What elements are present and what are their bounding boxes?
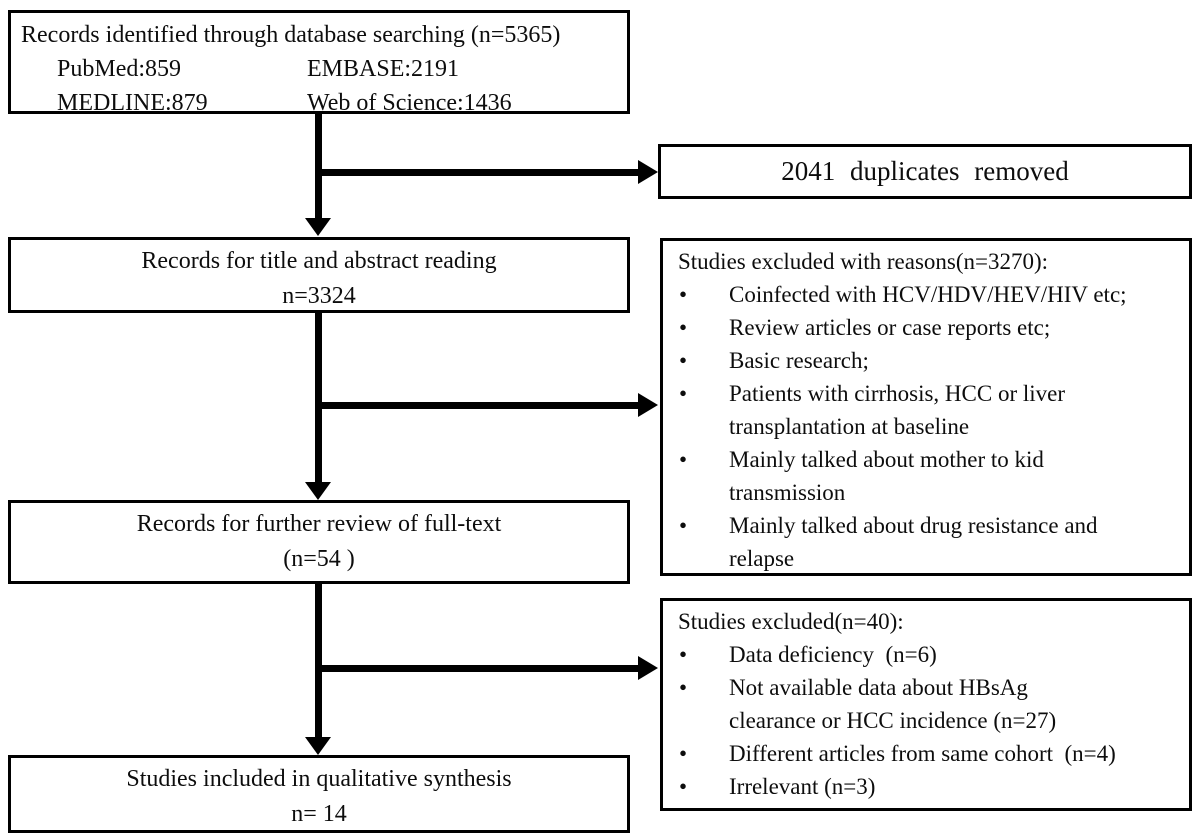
excluded-fulltext-text: Different articles from same cohort (n=4…	[729, 741, 1116, 766]
excluded-reason-text: Patients with cirrhosis, HCC or liver tr…	[729, 381, 1066, 439]
bullet-icon: •	[679, 642, 688, 667]
source-pubmed: PubMed:859	[57, 56, 182, 82]
excluded-fulltext-item: • Data deficiency (n=6)	[679, 638, 1179, 671]
vertical-line	[315, 312, 322, 483]
bullet-icon: •	[679, 513, 688, 538]
identification-box: Records identified through database sear…	[8, 10, 630, 116]
down-arrowhead-icon	[305, 218, 331, 236]
excluded-fulltext-title: Studies excluded(n=40):	[678, 609, 904, 634]
excluded-fulltext-text: Irrelevant (n=3)	[729, 774, 876, 799]
excluded-fulltext-item: • Different articles from same cohort (n…	[679, 737, 1179, 770]
included-line1: Studies included in qualitative synthesi…	[126, 766, 512, 792]
excluded-reason-text: Review articles or case reports etc;	[729, 315, 1051, 340]
excluded-fulltext-list: • Data deficiency (n=6) • Not available …	[663, 638, 1189, 803]
excluded-reason-item: • Basic research;	[679, 344, 1179, 377]
excluded-screening-box: Studies excluded with reasons(n=3270): •…	[660, 238, 1192, 576]
excluded-reason-text: Coinfected with HCV/HDV/HEV/HIV etc;	[729, 282, 1127, 307]
down-arrowhead-icon	[305, 482, 331, 500]
excluded-reason-item: • Mainly talked about drug resistance an…	[679, 509, 1179, 575]
title-abstract-count: n=3324	[282, 283, 356, 309]
bullet-icon: •	[679, 381, 688, 406]
horizontal-line	[318, 402, 640, 409]
excluded-reason-item: • Coinfected with HCV/HDV/HEV/HIV etc;	[679, 278, 1179, 311]
excluded-reason-item: • Review articles or case reports etc;	[679, 311, 1179, 344]
full-text-count: (n=54 )	[283, 546, 355, 572]
horizontal-line	[318, 169, 640, 176]
excluded-fulltext-text: Not available data about HBsAg clearance…	[729, 675, 1057, 733]
excluded-fulltext-item: • Not available data about HBsAg clearan…	[679, 671, 1179, 737]
excluded-reason-text: Basic research;	[729, 348, 869, 373]
right-arrowhead-icon	[638, 393, 658, 417]
vertical-line	[315, 113, 322, 219]
excluded-reason-item: • Patients with cirrhosis, HCC or liver …	[679, 377, 1179, 443]
bullet-icon: •	[679, 774, 688, 799]
title-abstract-line1: Records for title and abstract reading	[141, 248, 497, 274]
excluded-reason-item: • Mainly talked about mother to kid tran…	[679, 443, 1179, 509]
full-text-line1: Records for further review of full-text	[136, 511, 502, 537]
identification-title: Records identified through database sear…	[21, 22, 561, 48]
bullet-icon: •	[679, 675, 688, 700]
excluded-reason-text: Mainly talked about mother to kid transm…	[729, 447, 1044, 505]
vertical-line	[315, 584, 322, 738]
right-arrowhead-icon	[638, 656, 658, 680]
bullet-icon: •	[679, 348, 688, 373]
down-arrowhead-icon	[305, 737, 331, 755]
excluded-fulltext-item: • Irrelevant (n=3)	[679, 770, 1179, 803]
excluded-screening-title: Studies excluded with reasons(n=3270):	[678, 249, 1049, 274]
source-web-of-science: Web of Science:1436	[307, 90, 512, 116]
bullet-icon: •	[679, 282, 688, 307]
duplicates-removed-text: 2041 duplicates removed	[781, 156, 1069, 186]
full-text-box: Records for further review of full-text …	[8, 500, 630, 584]
included-box: Studies included in qualitative synthesi…	[8, 755, 630, 833]
excluded-reason-text: Mainly talked about drug resistance and …	[729, 513, 1098, 571]
source-embase: EMBASE:2191	[307, 56, 460, 82]
right-arrowhead-icon	[638, 160, 658, 184]
horizontal-line	[318, 665, 640, 672]
source-medline: MEDLINE:879	[57, 90, 208, 116]
bullet-icon: •	[679, 447, 688, 472]
included-count: n= 14	[291, 801, 347, 827]
title-abstract-box: Records for title and abstract reading n…	[8, 237, 630, 313]
excluded-fulltext-text: Data deficiency (n=6)	[729, 642, 937, 667]
excluded-screening-list: • Coinfected with HCV/HDV/HEV/HIV etc; •…	[663, 278, 1189, 575]
bullet-icon: •	[679, 315, 688, 340]
database-sources: PubMed:859 EMBASE:2191 MEDLINE:879 Web o…	[11, 52, 627, 120]
excluded-fulltext-box: Studies excluded(n=40): • Data deficienc…	[660, 598, 1192, 811]
duplicates-removed-box: 2041 duplicates removed	[658, 144, 1192, 199]
bullet-icon: •	[679, 741, 688, 766]
